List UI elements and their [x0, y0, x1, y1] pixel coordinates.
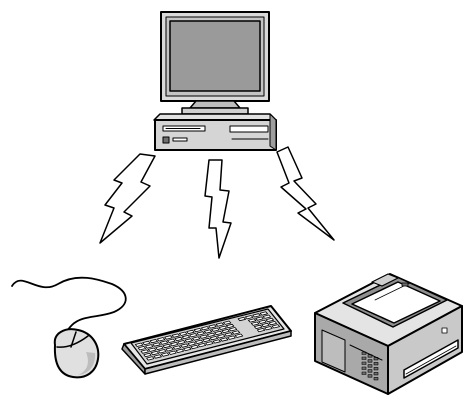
vent-slot	[374, 367, 378, 370]
vent-slot	[374, 362, 378, 365]
printer-icon	[315, 274, 462, 394]
keyboard-icon	[122, 306, 291, 374]
monitor-screen	[170, 21, 260, 91]
vent-slot	[368, 360, 372, 363]
lightning-bolt-icon	[277, 147, 334, 240]
drive-bay	[230, 126, 268, 132]
printer-button	[402, 283, 408, 286]
monitor-base	[182, 108, 248, 114]
vent-slot	[368, 365, 372, 368]
case-side	[270, 114, 276, 150]
wireless-links	[100, 147, 334, 258]
mouse-icon	[12, 278, 126, 378]
vent-slot	[362, 372, 366, 375]
vent-slot	[374, 372, 378, 375]
lightning-bolt-icon	[205, 160, 231, 258]
vent-slot	[374, 377, 378, 380]
vent-slot	[368, 375, 372, 378]
power-button	[163, 137, 169, 143]
case-label	[173, 138, 187, 141]
case-front	[155, 120, 276, 150]
monitor-stand	[190, 101, 240, 108]
desktop-computer-icon	[154, 12, 276, 150]
vent-slot	[362, 357, 366, 360]
lightning-bolt-icon	[100, 154, 155, 243]
vent-slot	[368, 370, 372, 373]
vent-slot	[362, 362, 366, 365]
vent-slot	[362, 367, 366, 370]
printer-status-light	[442, 328, 447, 333]
